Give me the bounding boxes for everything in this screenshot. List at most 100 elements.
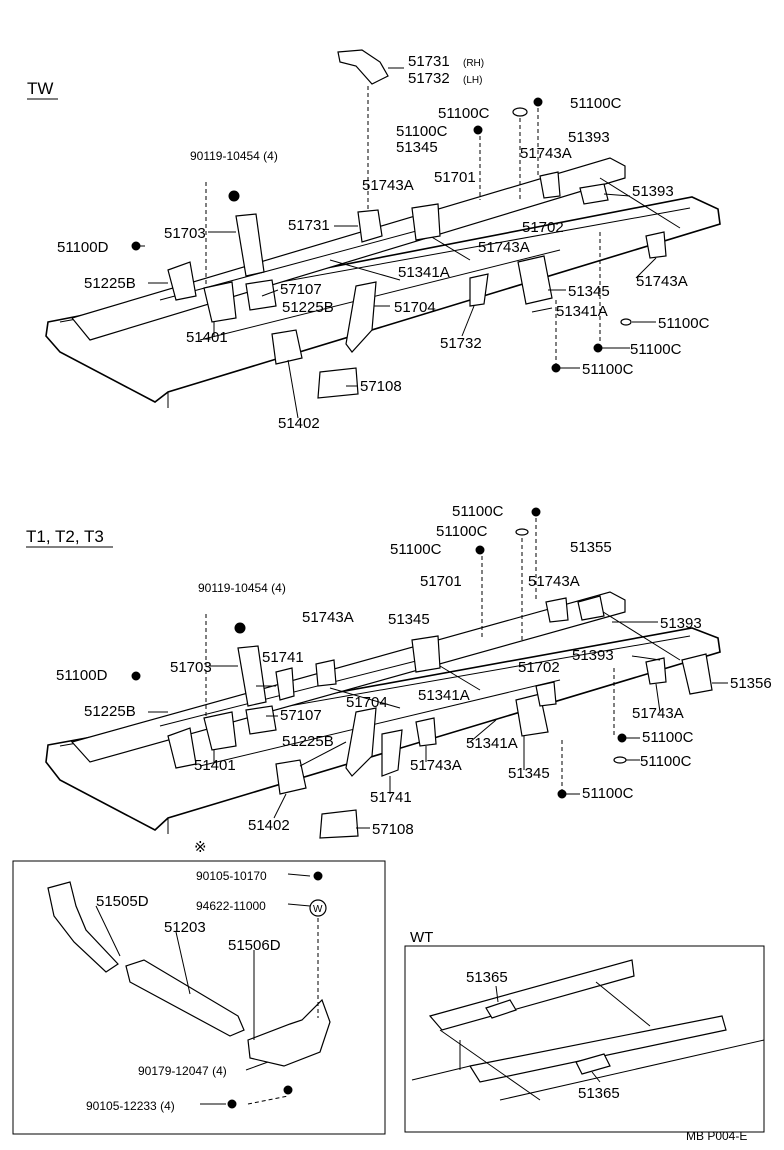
t-label-51225b: 51225B xyxy=(282,733,334,750)
tw-label-51100c: 51100C xyxy=(570,95,622,112)
t-label-51345: 51345 xyxy=(508,765,550,782)
wt-cross xyxy=(499,1039,765,1101)
t-label-51393: 51393 xyxy=(572,647,614,664)
tw-label-lh: (LH) xyxy=(463,75,482,86)
section-label-tw: TW xyxy=(27,79,53,98)
wt-rail xyxy=(428,959,635,1031)
inset-washer-mark: W xyxy=(313,904,323,915)
tw-label-51100c: 51100C xyxy=(396,123,448,140)
tw-part-51743a xyxy=(539,171,561,199)
tw-label-51341a: 51341A xyxy=(556,303,608,320)
t-label-51402: 51402 xyxy=(248,817,290,834)
tw-label-51731: 51731 xyxy=(408,53,450,70)
t-nut-51100c xyxy=(531,507,541,517)
t-nut-51100c xyxy=(617,733,627,743)
tw-label-51732: 51732 xyxy=(408,70,450,87)
tw-label-51341a: 51341A xyxy=(398,264,450,281)
inset-washer-icon xyxy=(309,899,327,917)
inset-label-bolt3: 90105-12233 (4) xyxy=(86,1099,175,1113)
tw-part-51401 xyxy=(203,281,237,323)
t-part-51741-b xyxy=(381,729,403,777)
tw-part-51743a-c xyxy=(645,231,667,259)
t-part-51743a-c xyxy=(645,657,667,685)
t-label-51100c: 51100C xyxy=(640,753,692,770)
inset-leader xyxy=(287,903,311,907)
t-part-51702 xyxy=(535,681,557,707)
tw-nut-51100c xyxy=(473,125,483,135)
tw-leaders xyxy=(140,67,657,419)
tw-label-51743a: 51743A xyxy=(478,239,530,256)
t-rail-line xyxy=(199,679,561,767)
wt-cross xyxy=(439,1029,541,1101)
tw-part-51402 xyxy=(271,329,303,365)
tw-part-51731 xyxy=(337,49,389,85)
tw-part-51345 xyxy=(411,203,441,241)
footer-code: MB P004-E xyxy=(686,1129,747,1143)
t-cross-line xyxy=(599,609,681,661)
t-parts xyxy=(131,507,713,839)
inset-guide xyxy=(247,1095,289,1105)
wt-label-51365: 51365 xyxy=(466,969,508,986)
tw-label-51732: 51732 xyxy=(440,335,482,352)
inset-section: ※ W 90105-10170 94622-11000 51505D 51203… xyxy=(12,839,386,1135)
tw-label-51731: 51731 xyxy=(288,217,330,234)
inset-bolt-icon xyxy=(313,871,323,881)
tw-label-51100c: 51100C xyxy=(658,315,710,332)
t-label-51743a: 51743A xyxy=(632,705,684,722)
tw-part-51731-lower xyxy=(357,209,383,243)
t-label-51100c: 51100C xyxy=(436,523,488,540)
tw-label-51743a: 51743A xyxy=(636,273,688,290)
t-label-51100c: 51100C xyxy=(642,729,694,746)
inset-leader xyxy=(95,905,121,957)
t-label-bolt: 90119-10454 (4) xyxy=(198,581,286,595)
tw-label-51225b: 51225B xyxy=(282,299,334,316)
t-part-51743a xyxy=(415,717,437,747)
inset-label-51506d: 51506D xyxy=(228,937,281,954)
tw-label-51743a: 51743A xyxy=(520,145,572,162)
tw-label-51225b: 51225B xyxy=(84,275,136,292)
t-part-51743a-b xyxy=(315,659,337,687)
t-label-51741: 51741 xyxy=(262,649,304,666)
tw-label-51701: 51701 xyxy=(434,169,476,186)
tw-label-51402: 51402 xyxy=(278,415,320,432)
t-label-51100d: 51100D xyxy=(56,667,108,684)
tw-rail-line xyxy=(199,249,561,341)
tw-label-51743a: 51743A xyxy=(362,177,414,194)
t-label-51743a: 51743A xyxy=(410,757,462,774)
t-part-51401 xyxy=(203,711,237,751)
tw-section: TW xyxy=(27,49,721,432)
inset-label-bolt1: 90105-10170 xyxy=(196,869,267,883)
tw-nut-51100d xyxy=(131,241,141,251)
t-label-51356: 51356 xyxy=(730,675,772,692)
t-nut-51100d xyxy=(131,671,141,681)
t-label-51704: 51704 xyxy=(346,694,388,711)
tw-nut-51100c xyxy=(593,343,603,353)
inset-leader xyxy=(175,931,191,995)
wt-part-51365 xyxy=(575,1053,611,1075)
inset-box xyxy=(12,860,386,1135)
inset-label-washer: 94622-11000 xyxy=(196,899,266,913)
tw-label-51100d: 51100D xyxy=(57,239,109,256)
t-label-51341a: 51341A xyxy=(418,687,470,704)
tw-part-51393 xyxy=(579,183,609,205)
wt-rail xyxy=(469,1015,727,1083)
t-part-57108 xyxy=(319,809,359,839)
t-label-51393: 51393 xyxy=(660,615,702,632)
note-symbol: ※ xyxy=(194,839,207,856)
t-part-51743a-a xyxy=(545,597,569,623)
inset-leader xyxy=(245,1061,269,1071)
t-part-51402 xyxy=(275,759,307,795)
tw-bolt-icon xyxy=(228,190,240,202)
wt-cross xyxy=(411,1065,471,1081)
t123-section: T1, T2, T3 xyxy=(26,503,772,839)
inset-label-51505d: 51505D xyxy=(96,893,149,910)
tw-label-rh: (RH) xyxy=(463,58,484,69)
tw-rail-line xyxy=(159,229,421,301)
t-label-51401: 51401 xyxy=(194,757,236,774)
tw-label-51345: 51345 xyxy=(396,139,438,156)
t-label-51743a: 51743A xyxy=(302,609,354,626)
tw-label-51393: 51393 xyxy=(632,183,674,200)
tw-part-51704 xyxy=(345,281,377,353)
t-part-51355 xyxy=(577,595,605,621)
